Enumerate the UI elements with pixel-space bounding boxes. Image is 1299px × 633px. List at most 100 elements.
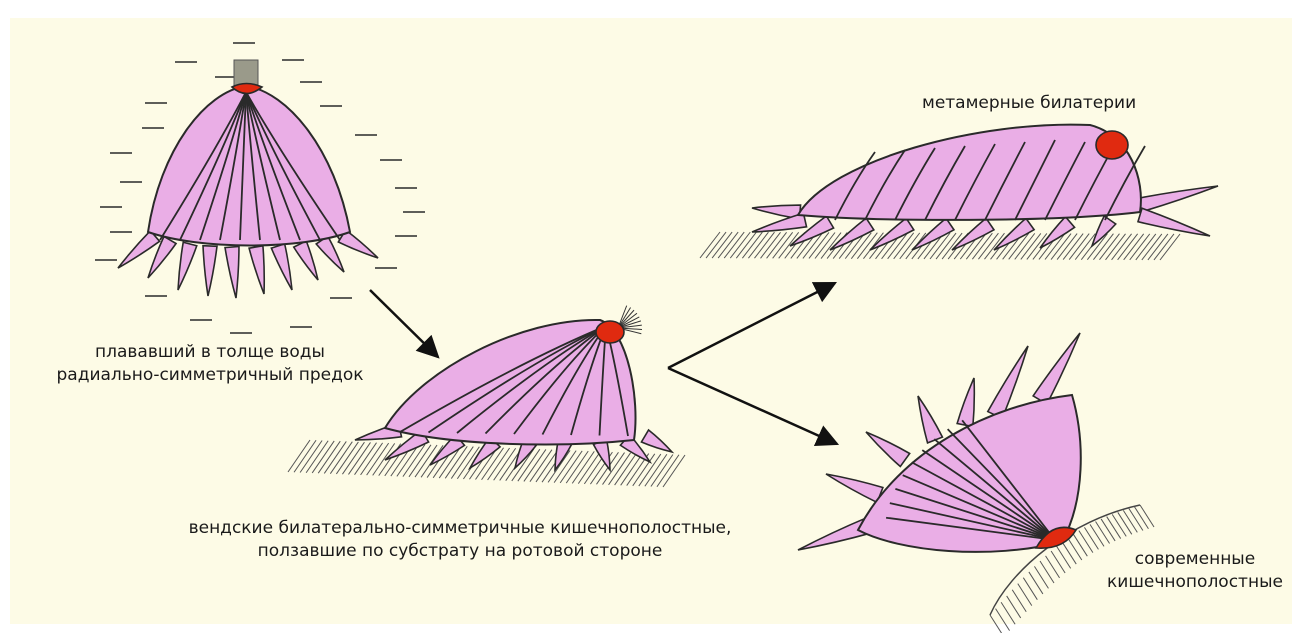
hatch-line bbox=[1106, 234, 1126, 260]
hatch-line bbox=[1073, 534, 1087, 556]
modern-caption: современные кишечнополостные bbox=[1100, 548, 1290, 594]
tentacle bbox=[952, 218, 994, 250]
hatch-line bbox=[1118, 234, 1138, 260]
hatch-line bbox=[706, 232, 726, 258]
metameric-body bbox=[798, 125, 1141, 220]
tentacle bbox=[593, 440, 610, 470]
hatch-line bbox=[1123, 510, 1137, 532]
hatch-line bbox=[742, 232, 762, 258]
hatch-line bbox=[566, 451, 588, 483]
hatch-line bbox=[1021, 233, 1041, 259]
hatch-line bbox=[355, 443, 377, 475]
tentacle bbox=[178, 242, 197, 290]
hatch-line bbox=[1140, 505, 1154, 527]
hatch-line bbox=[1154, 234, 1174, 260]
tentacle bbox=[294, 241, 318, 280]
modern-caption-line1: современные bbox=[1100, 548, 1290, 571]
hatch-line bbox=[1118, 512, 1132, 534]
vendian-crawler-figure bbox=[288, 306, 685, 487]
hatch-line bbox=[1040, 561, 1054, 583]
tentacle bbox=[957, 378, 974, 427]
tentacle bbox=[866, 432, 910, 466]
hatch-line bbox=[373, 443, 395, 475]
hatch-line bbox=[1062, 542, 1076, 564]
tentacle bbox=[203, 246, 217, 296]
hatch-line bbox=[651, 455, 673, 487]
hatch-line bbox=[318, 441, 340, 473]
ancestor-caption: плававший в толще воды радиально-симметр… bbox=[30, 341, 390, 387]
hatch-line bbox=[1134, 507, 1148, 529]
hatch-line bbox=[324, 441, 346, 473]
hatch-line bbox=[1090, 524, 1104, 546]
hatch-line bbox=[730, 232, 750, 258]
hatch-line bbox=[1068, 538, 1082, 560]
tentacle bbox=[249, 246, 264, 294]
tentacle bbox=[1138, 186, 1218, 212]
hatch-line bbox=[779, 232, 799, 258]
hatch-line bbox=[306, 441, 328, 473]
arrow-to-modern bbox=[668, 368, 837, 444]
hatch-line bbox=[1101, 519, 1115, 541]
hatch-line bbox=[700, 232, 720, 258]
hatch-line bbox=[294, 440, 316, 472]
hatch-line bbox=[572, 451, 594, 483]
hatch-line bbox=[330, 442, 352, 474]
hatch-line bbox=[1142, 234, 1162, 260]
hatch-line bbox=[621, 453, 643, 485]
ancestor-caption-line2: радиально-симметричный предок bbox=[30, 364, 390, 387]
hatch-line bbox=[1136, 234, 1156, 260]
hatch-line bbox=[1079, 531, 1093, 553]
hatch-line bbox=[494, 448, 516, 480]
hatch-line bbox=[1051, 551, 1065, 573]
tentacle bbox=[918, 396, 942, 443]
hatch-line bbox=[530, 450, 552, 482]
hatch-line bbox=[312, 441, 334, 473]
tentacle bbox=[826, 474, 883, 502]
radial-ancestor-figure bbox=[95, 43, 425, 333]
hatch-line bbox=[348, 442, 370, 474]
hatch-line bbox=[1124, 234, 1144, 260]
hatch-line bbox=[1160, 234, 1180, 260]
tentacle bbox=[1033, 333, 1080, 404]
metameric-caption: метамерные билатерии bbox=[922, 92, 1182, 115]
hatch-line bbox=[767, 232, 787, 258]
hatch-line bbox=[736, 232, 756, 258]
hatch-line bbox=[1084, 527, 1098, 549]
hatch-line bbox=[1063, 234, 1083, 260]
hatch-line bbox=[1112, 234, 1132, 260]
metameric-mouth bbox=[1096, 131, 1128, 159]
metameric-bilateria-figure bbox=[700, 125, 1218, 260]
hatch-line bbox=[1046, 556, 1060, 578]
hatch-line bbox=[300, 440, 322, 472]
hatch-line bbox=[1148, 234, 1168, 260]
arrow-to-metameric bbox=[668, 283, 835, 368]
hatch-line bbox=[1057, 546, 1071, 568]
ancestor-caption-line1: плававший в толще воды bbox=[30, 341, 390, 364]
hatch-line bbox=[761, 232, 781, 258]
tentacle bbox=[1138, 208, 1210, 236]
tentacle bbox=[1092, 216, 1116, 246]
hatch-line bbox=[718, 232, 738, 258]
hatch-line bbox=[615, 453, 637, 485]
hatch-line bbox=[1112, 514, 1126, 536]
hatch-line bbox=[754, 232, 774, 258]
hatch-line bbox=[342, 442, 364, 474]
hatch-line bbox=[578, 452, 600, 484]
tentacle bbox=[225, 246, 239, 298]
vendian-caption-line1: вендские билатерально-симметричные кишеч… bbox=[80, 517, 840, 540]
tentacle bbox=[641, 430, 672, 452]
tentacle bbox=[271, 244, 292, 290]
vendian-caption-line2: ползавшие по субстрату на ротовой сторон… bbox=[80, 540, 840, 563]
hatch-line bbox=[1129, 509, 1143, 531]
hatch-line bbox=[724, 232, 744, 258]
hatch-line bbox=[1130, 234, 1150, 260]
hatch-line bbox=[657, 455, 679, 487]
hatch-line bbox=[609, 453, 631, 485]
hatch-line bbox=[815, 233, 835, 259]
hatch-line bbox=[748, 232, 768, 258]
hatch-line bbox=[1096, 522, 1110, 544]
hatch-line bbox=[1034, 566, 1048, 588]
hatch-line bbox=[712, 232, 732, 258]
vendian-mouth bbox=[596, 321, 624, 343]
